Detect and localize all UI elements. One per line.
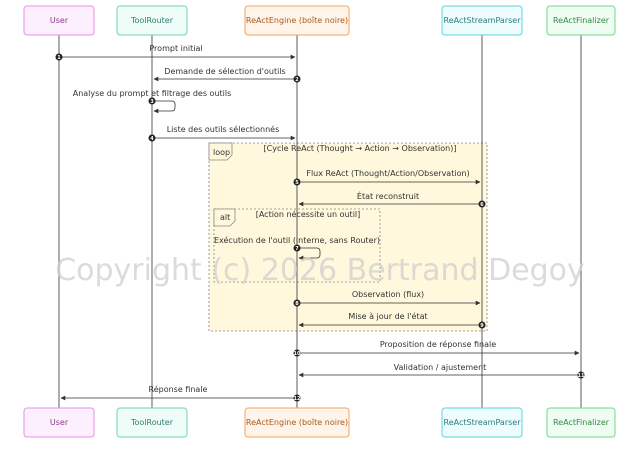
actor-engine-top: ReActEngine (boîte noire) [244, 5, 350, 36]
sequence-badge [55, 53, 63, 61]
sequence-number: 1 [57, 55, 61, 61]
actor-final-top: ReActFinalizer [546, 5, 616, 36]
sequence-number: 11 [578, 373, 585, 379]
sequence-number: 10 [294, 351, 301, 357]
actor-router-bottom: ToolRouter [116, 407, 188, 438]
sequence-badge [148, 97, 156, 105]
actor-label: ReActStreamParser [444, 16, 522, 25]
message-label: Demande de sélection d'outils [164, 66, 285, 76]
loop-condition: [Cycle ReAct (Thought → Action → Observa… [264, 144, 457, 153]
actor-user-bottom: User [23, 407, 95, 438]
sequence-badge [293, 349, 301, 357]
sequence-badge [148, 134, 156, 142]
sequence-badge [577, 371, 585, 379]
message-7: Exécution de l'outil (interne, sans Rout… [214, 235, 380, 261]
actor-engine-bottom: ReActEngine (boîte noire) [244, 407, 350, 438]
message-label: Liste des outils sélectionnés [167, 124, 280, 134]
message-6: État reconstruit 6 [298, 190, 486, 208]
sequence-badge [293, 75, 301, 83]
sequence-number: 6 [480, 202, 484, 208]
message-4: Liste des outils sélectionnés 4 [148, 124, 296, 142]
actor-user-top: User [23, 5, 95, 36]
actor-label: User [50, 16, 69, 25]
sequence-number: 8 [295, 301, 299, 307]
message-label: Réponse finale [149, 384, 208, 394]
actor-parser-bottom: ReActStreamParser [441, 407, 523, 438]
sequence-number: 12 [294, 396, 301, 402]
alt-condition: [Action nécessite un outil] [256, 209, 361, 219]
sequence-number: 7 [295, 246, 299, 252]
sequence-badge [478, 321, 486, 329]
actor-parser-top: ReActStreamParser [441, 5, 523, 36]
sequence-number: 9 [480, 323, 484, 329]
loop-keyword: loop [213, 148, 230, 157]
message-label: Flux ReAct (Thought/Action/Observation) [306, 169, 469, 178]
message-label: Proposition de réponse finale [380, 339, 496, 349]
message-label: Exécution de l'outil (interne, sans Rout… [214, 235, 380, 245]
sequence-badge [293, 394, 301, 402]
actor-final-bottom: ReActFinalizer [546, 407, 616, 438]
actor-label: ToolRouter [130, 16, 174, 25]
actor-label: ReActEngine (boîte noire) [246, 418, 348, 427]
actor-label: ReActFinalizer [553, 418, 610, 427]
message-label: Mise à jour de l'état [348, 311, 427, 321]
message-3: Analyse du prompt et filtrage des outils… [73, 89, 232, 114]
alt-keyword: alt [220, 213, 230, 222]
sequence-number: 3 [150, 99, 154, 105]
actor-label: ToolRouter [130, 418, 174, 427]
sequence-number: 4 [150, 136, 154, 142]
message-11: Validation / ajustement 11 [298, 363, 585, 379]
actor-label: ReActFinalizer [553, 16, 610, 25]
message-10: Proposition de réponse finale 10 [293, 339, 580, 357]
message-1: Prompt initial 1 [55, 44, 296, 61]
message-label: Observation (flux) [352, 290, 424, 299]
sequence-number: 2 [295, 77, 299, 83]
message-label: Prompt initial [149, 44, 202, 53]
sequence-badge [293, 244, 301, 252]
lifelines [58, 35, 582, 408]
sequence-number: 5 [295, 180, 299, 186]
message-label: Analyse du prompt et filtrage des outils [73, 89, 232, 98]
message-2: Demande de sélection d'outils 2 [153, 66, 301, 83]
actor-label: User [50, 418, 69, 427]
actor-label: ReActEngine (boîte noire) [246, 16, 348, 25]
message-label: Validation / ajustement [394, 363, 487, 372]
message-label: État reconstruit [357, 190, 419, 201]
sequence-badge [293, 178, 301, 186]
sequence-badge [293, 299, 301, 307]
message-12: Réponse finale 12 [60, 384, 301, 402]
message-8: Observation (flux) 8 [293, 290, 481, 307]
copyright-watermark: Copyright (c) 2026 Bertrand Degoy [55, 253, 585, 288]
actor-label: ReActStreamParser [444, 418, 522, 427]
message-9: Mise à jour de l'état 9 [298, 311, 486, 329]
actor-router-top: ToolRouter [116, 5, 188, 36]
message-5: Flux ReAct (Thought/Action/Observation) … [293, 169, 481, 186]
sequence-badge [478, 200, 486, 208]
